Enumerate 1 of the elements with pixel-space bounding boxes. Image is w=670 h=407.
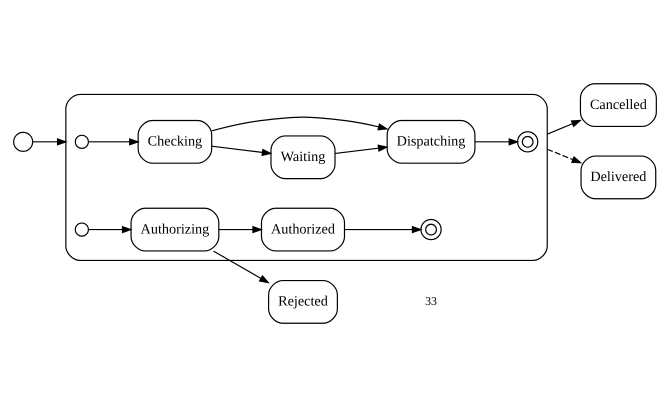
label: 33 [425, 294, 437, 308]
